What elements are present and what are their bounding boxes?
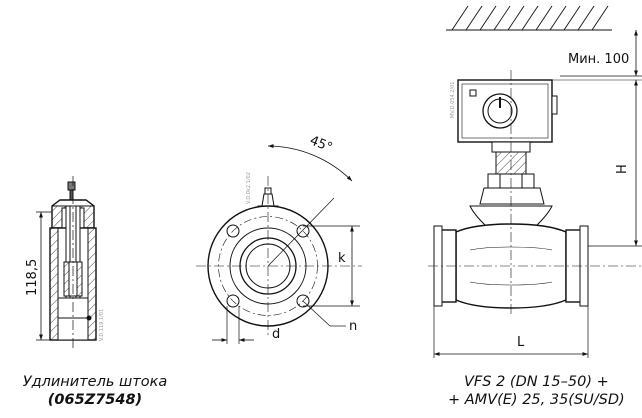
angle-label: 45°	[307, 133, 334, 156]
valve-caption-line1: VFS 2 (DN 15–50) +	[464, 374, 609, 390]
stem-extension-drawing	[36, 176, 97, 348]
dimension-l-label: L	[517, 335, 525, 350]
actuator-drawing-code: MV.D.054.2/01	[450, 82, 456, 118]
min-clearance-label: Мин. 100	[568, 52, 629, 67]
valve-front-view-caption: VFS 2 (DN 15–50) + + AMV(E) 25, 35(SU/SD…	[430, 373, 642, 409]
dimension-h-label: H	[615, 164, 630, 174]
stem-extension-caption-line1: Удлинитель штока	[22, 374, 168, 390]
dimension-k-label: k	[338, 251, 346, 266]
dimension-n-label: n	[349, 319, 357, 334]
valve-side-drawing-code: V.D.0k2.1/02	[246, 172, 252, 204]
stem-drawing-code: V.D.119.1/01	[99, 309, 105, 341]
stem-extension-caption: Удлинитель штока (065Z7548)	[0, 373, 190, 409]
valve-caption-line2: + AMV(E) 25, 35(SU/SD)	[448, 392, 625, 408]
stem-extension-part-number: (065Z7548)	[47, 392, 143, 408]
valve-side-view-drawing	[196, 144, 362, 344]
valve-front-view-drawing	[428, 5, 642, 358]
stem-extension-dimension: 118,5	[25, 259, 40, 296]
dimension-d-label: d	[272, 327, 280, 342]
